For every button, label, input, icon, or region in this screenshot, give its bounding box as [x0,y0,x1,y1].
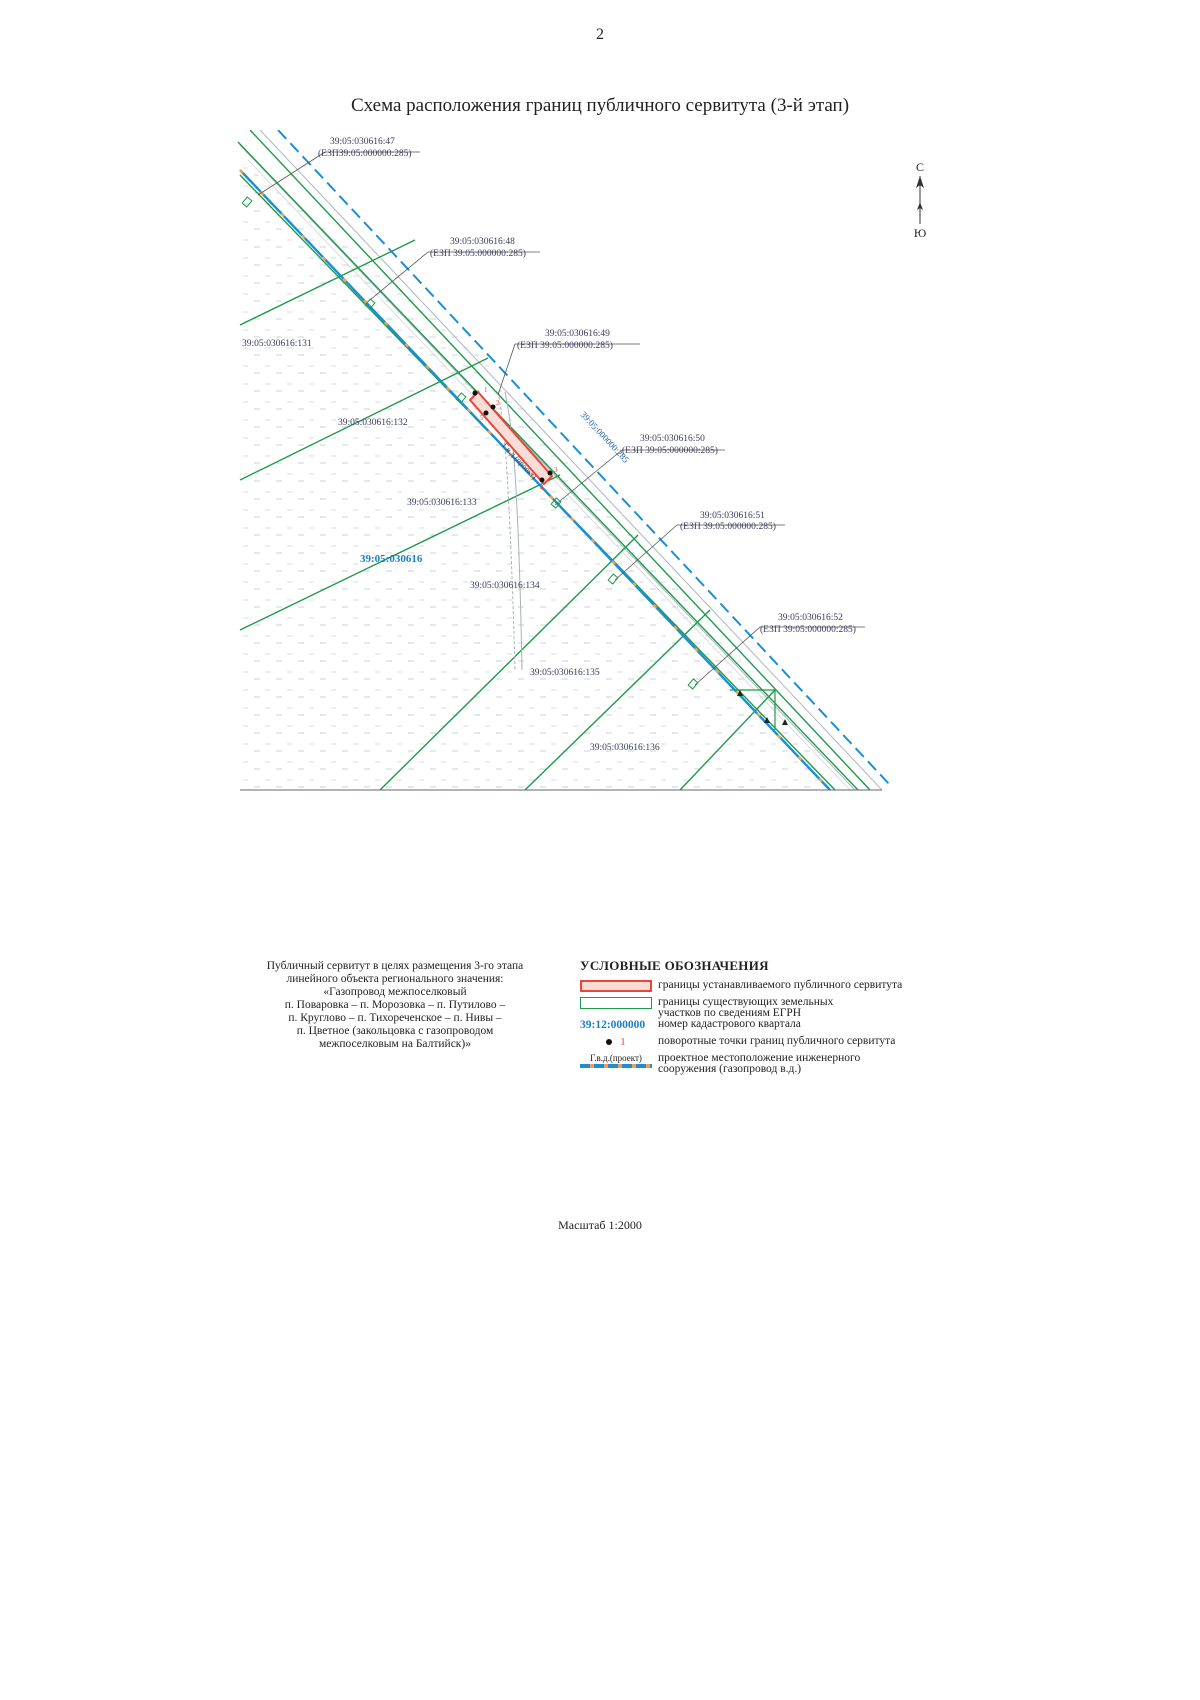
legend-row-points: 1 поворотные точки границ публичного сер… [580,1035,980,1053]
point-number: 1 [620,1036,626,1048]
parcel-border [237,141,859,791]
page-number: 2 [596,26,604,43]
parcel-sub: (ЕЗП 39:05:000000:285) [760,624,856,635]
parcel-border [679,689,776,791]
legend-title: УСЛОВНЫЕ ОБОЗНАЧЕНИЯ [580,958,769,973]
parcel-border-swatch [580,997,652,1009]
servitude-description: Публичный сервитут в целях размещения 3-… [260,960,530,1051]
road-edge [239,144,856,791]
parcel-border [239,474,561,631]
legend-row-parcels: границы существующих земельных участков … [580,996,980,1019]
point-label: 1 [484,386,488,394]
description-line: п. Круглово – п. Тихореченское – п. Нивы… [288,1012,502,1024]
turn-point [472,390,478,396]
parcel-border [379,534,639,791]
turn-point [539,477,545,483]
parcel-callout: 39:05:030616:51 (ЕЗП 39:05:000000:285) [614,511,785,581]
description-line: п. Цветное (закольцовка с газопроводом [296,1025,494,1037]
pipeline-symbol-label: Г.в.д.(проект) [590,1053,642,1063]
point-label: 2 [496,399,500,407]
compass-north-label: С [915,160,924,174]
description-line: п. Поваровка – п. Морозовка – п. Путилов… [284,999,506,1011]
parcel-id: 39:05:030616:49 [545,329,610,339]
parcel-id: 39:05:030616:47 [330,137,395,147]
turn-point [483,410,489,416]
legend-row-quarter: 39:12:000000 номер кадастрового квартала [580,1018,980,1036]
legend: УСЛОВНЫЕ ОБОЗНАЧЕНИЯ границы устанавлива… [580,958,980,1077]
turn-point-symbol: 1 [580,1036,652,1050]
gas-pipeline [239,169,831,791]
pipeline-line-icon [580,1064,652,1068]
legend-text: проектное местоположение инженерного соо… [658,1052,861,1075]
parcel-markers [241,196,699,690]
compass-south-label: Ю [913,226,927,240]
cadastral-map: 1 2 3 4 5 Г.в.д.(проект) 39:05:000000:28… [230,130,890,810]
road-edge [259,130,883,791]
legend-text: границы существующих земельных участков … [658,996,834,1019]
parcel-callout: 39:05:030616:50 (ЕЗП 39:05:000000:285) [554,434,725,506]
north-arrow-icon [916,176,924,224]
parcel-sub: (ЕЗП 39:05:000000:285) [622,445,718,456]
compass: С Ю [905,160,935,240]
turn-point [490,404,496,410]
quarter-boundary [277,130,890,786]
parcel-border [239,239,416,326]
map-canvas: 1 2 3 4 5 Г.в.д.(проект) 39:05:000000:28… [237,130,890,791]
parcel-sub: (ЕЗП 39:05:000000:285) [430,248,526,259]
parcel-border [249,130,871,791]
side-road [504,391,523,671]
parcel-border [239,357,489,481]
parcel-callout: 39:05:030616:48 (ЕЗП 39:05:000000:285) [369,237,540,301]
terrain-marks [737,690,788,725]
point-label: 3 [554,466,558,474]
parcel-id: 39:05:030616:48 [450,237,515,247]
legend-row-servitude: границы устанавливаемого публичного серв… [580,979,980,997]
quarter-number-symbol: 39:12:000000 [580,1019,646,1031]
dot-icon [606,1039,613,1046]
parcel-callout: 39:05:030616:52 (ЕЗП 39:05:000000:285) [694,613,865,686]
map-scale: Масштаб 1:2000 [558,1218,642,1232]
parcel-id: 39:05:030616:51 [700,511,765,521]
legend-row-pipeline: Г.в.д.(проект) проектное местоположение … [580,1052,980,1077]
field-parcel-label: 39:05:030616:134 [470,581,540,591]
point-label: 5 [480,414,484,422]
pipeline-symbol: Г.в.д.(проект) [580,1053,652,1068]
quarter-number-label: 39:05:030616 [360,553,423,565]
field-parcel-label: 39:05:030616:132 [338,418,408,428]
road-cadastral-label: 39:05:000000:285 [579,410,632,465]
legend-text: номер кадастрового квартала [658,1018,801,1030]
parcel-sub: (ЕЗП 39:05:000000:285) [517,340,613,351]
parcel-id: 39:05:030616:50 [640,434,705,444]
field-parcel-label: 39:05:030616:131 [242,339,312,349]
turn-point [547,470,553,476]
servitude-border-swatch [580,980,652,992]
parcel-sub: (ЕЗП 39:05:000000:285) [680,521,776,532]
turn-points: 1 2 3 4 5 [472,386,558,492]
parcel-sub: (ЕЗП39:05:000000:285) [318,148,412,159]
parcel-border [524,609,711,791]
description-line: «Газопровод межпоселковый [323,986,467,998]
page-title: Схема расположения границ публичного сер… [350,95,850,116]
description-line: линейного объекта регионального значения… [286,973,504,985]
parcel-callout: 39:05:030616:49 (ЕЗП 39:05:000000:285) [497,329,640,396]
legend-text: поворотные точки границ публичного серви… [658,1035,896,1047]
field-parcel-label: 39:05:030616:133 [407,498,477,508]
parcel-id: 39:05:030616:52 [778,613,843,623]
point-label: 4 [540,484,544,492]
field-parcel-label: 39:05:030616:136 [590,743,660,753]
field-parcel-label: 39:05:030616:135 [530,668,600,678]
description-line: межпоселковым на Балтийск)» [319,1038,471,1050]
description-line: Публичный сервитут в целях размещения 3-… [266,960,524,972]
parcel-callout: 39:05:030616:47 (ЕЗП39:05:000000:285) [257,137,420,196]
legend-text: границы устанавливаемого публичного серв… [658,979,903,991]
